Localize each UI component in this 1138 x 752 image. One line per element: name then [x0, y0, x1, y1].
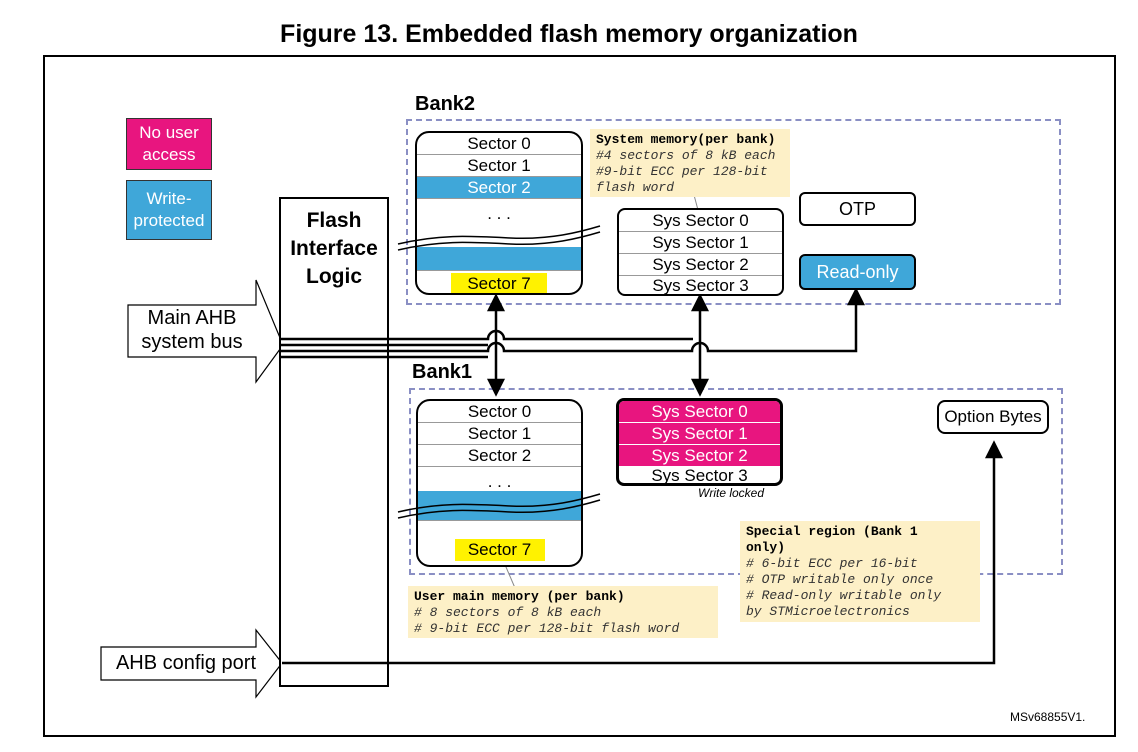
- bank2-sys-sector-0: Sys Sector 0: [619, 210, 782, 232]
- bank2-blue-band: [417, 247, 581, 271]
- user-memory-note-line2: # 9-bit ECC per 128-bit flash word: [414, 621, 680, 636]
- write-locked-label: Write locked: [698, 486, 765, 500]
- user-memory-note-line1: # 8 sectors of 8 kB each: [414, 605, 602, 620]
- otp-label: OTP: [838, 198, 876, 219]
- main-ahb-port-arrow: [127, 279, 284, 384]
- bank2-sys-sector-1: Sys Sector 1: [619, 232, 782, 254]
- figure-title: Figure 13. Embedded flash memory organiz…: [280, 20, 858, 48]
- legend-write-protected: Write-protected: [126, 180, 212, 240]
- bank2-sys-sector-2: Sys Sector 2: [619, 254, 782, 276]
- bank1-sys-sector-3: Sys Sector 3: [651, 466, 748, 485]
- main-ahb-label: Main AHB system bus: [128, 306, 256, 354]
- bank2-sector-7: Sector 7: [451, 273, 547, 293]
- system-memory-note-title: System memory(per bank): [596, 132, 776, 147]
- otp-box: OTP: [799, 192, 916, 226]
- figure-id: MSv68855V1.: [1010, 710, 1086, 724]
- bank2-user-memory: Sector 0 Sector 1 Sector 2 . . . Sector …: [415, 131, 583, 295]
- legend-write-protected-label: Write-protected: [133, 189, 205, 230]
- special-note-line4: by STMicroelectronics: [746, 604, 910, 619]
- flash-interface-logic: Flash Interface Logic: [279, 197, 389, 687]
- bank1-label: Bank1: [412, 361, 473, 383]
- special-note-title2: only): [746, 540, 786, 555]
- special-note-line3: # Read-only writable only: [746, 588, 942, 603]
- bank1-sector-1: Sector 1: [418, 423, 581, 445]
- bank2-sector-7-row: Sector 7: [417, 273, 581, 293]
- fil-line1: Flash: [306, 209, 362, 232]
- bank1-user-memory: Sector 0 Sector 1 Sector 2 . . . Sector …: [416, 399, 583, 567]
- option-bytes-box: Option Bytes: [937, 400, 1049, 434]
- read-only-box: Read-only: [799, 254, 916, 290]
- special-region-note: Special region (Bank 1 only) # 6-bit ECC…: [740, 521, 980, 622]
- bank1-sys-sector-2: Sys Sector 2: [619, 445, 780, 467]
- bank1-sector-7-row: Sector 7: [418, 539, 581, 561]
- bank1-sys-sector-1: Sys Sector 1: [619, 423, 780, 445]
- system-memory-note-line2: #9-bit ECC per 128-bit: [596, 164, 768, 179]
- option-bytes-label: Option Bytes: [944, 407, 1042, 426]
- special-note-title1: Special region (Bank 1: [746, 524, 918, 539]
- vertical-arrows: [486, 287, 1004, 459]
- bank1-sector-ellipsis: . . .: [487, 472, 512, 491]
- special-note-line1: # 6-bit ECC per 16-bit: [746, 556, 918, 571]
- fil-line2: Interface: [290, 237, 378, 260]
- main-ahb-label-line1: Main AHB: [147, 307, 237, 329]
- sysmem-note-leader: [693, 194, 699, 211]
- fil-line3: Logic: [306, 265, 362, 288]
- system-memory-note-line1: #4 sectors of 8 kB each: [596, 148, 776, 163]
- legend-no-access-label: No user access: [139, 123, 199, 164]
- bank2-box: [406, 119, 1061, 305]
- bank1-sector-0: Sector 0: [418, 401, 581, 423]
- bank1-system-memory: Sys Sector 0 Sys Sector 1 Sys Sector 2 S…: [616, 398, 783, 486]
- bank2-sector-1: Sector 1: [417, 155, 581, 177]
- main-ahb-label-line2: system bus: [141, 331, 243, 353]
- system-memory-note-line3: flash word: [596, 180, 675, 195]
- bank1-sector-2: Sector 2: [418, 445, 581, 467]
- bank1-box: [409, 388, 1063, 575]
- bank2-label: Bank2: [415, 93, 476, 115]
- legend-no-access: No user access: [126, 118, 212, 170]
- figure-frame: [43, 55, 1116, 737]
- ahb-config-port-arrow: [100, 628, 283, 699]
- system-memory-note: System memory(per bank) #4 sectors of 8 …: [590, 129, 790, 197]
- user-memory-note-title: User main memory (per bank): [414, 589, 625, 604]
- bank1-sector-7: Sector 7: [454, 539, 545, 561]
- bank2-sector-2: Sector 2: [417, 177, 581, 199]
- bank2-sector-0: Sector 0: [417, 133, 581, 155]
- bank2-sector-ellipsis: . . .: [487, 204, 511, 223]
- bank2-sys-sector-3: Sys Sector 3: [652, 276, 749, 295]
- ahb-config-label: AHB config port: [115, 652, 257, 674]
- read-only-label: Read-only: [816, 261, 899, 282]
- bank2-system-memory: Sys Sector 0 Sys Sector 1 Sys Sector 2 S…: [617, 208, 784, 296]
- special-note-line2: # OTP writable only once: [746, 572, 934, 587]
- bank1-sys-sector-0: Sys Sector 0: [619, 401, 780, 423]
- bank1-blue-band: [418, 491, 581, 521]
- user-memory-note: User main memory (per bank) # 8 sectors …: [408, 586, 718, 638]
